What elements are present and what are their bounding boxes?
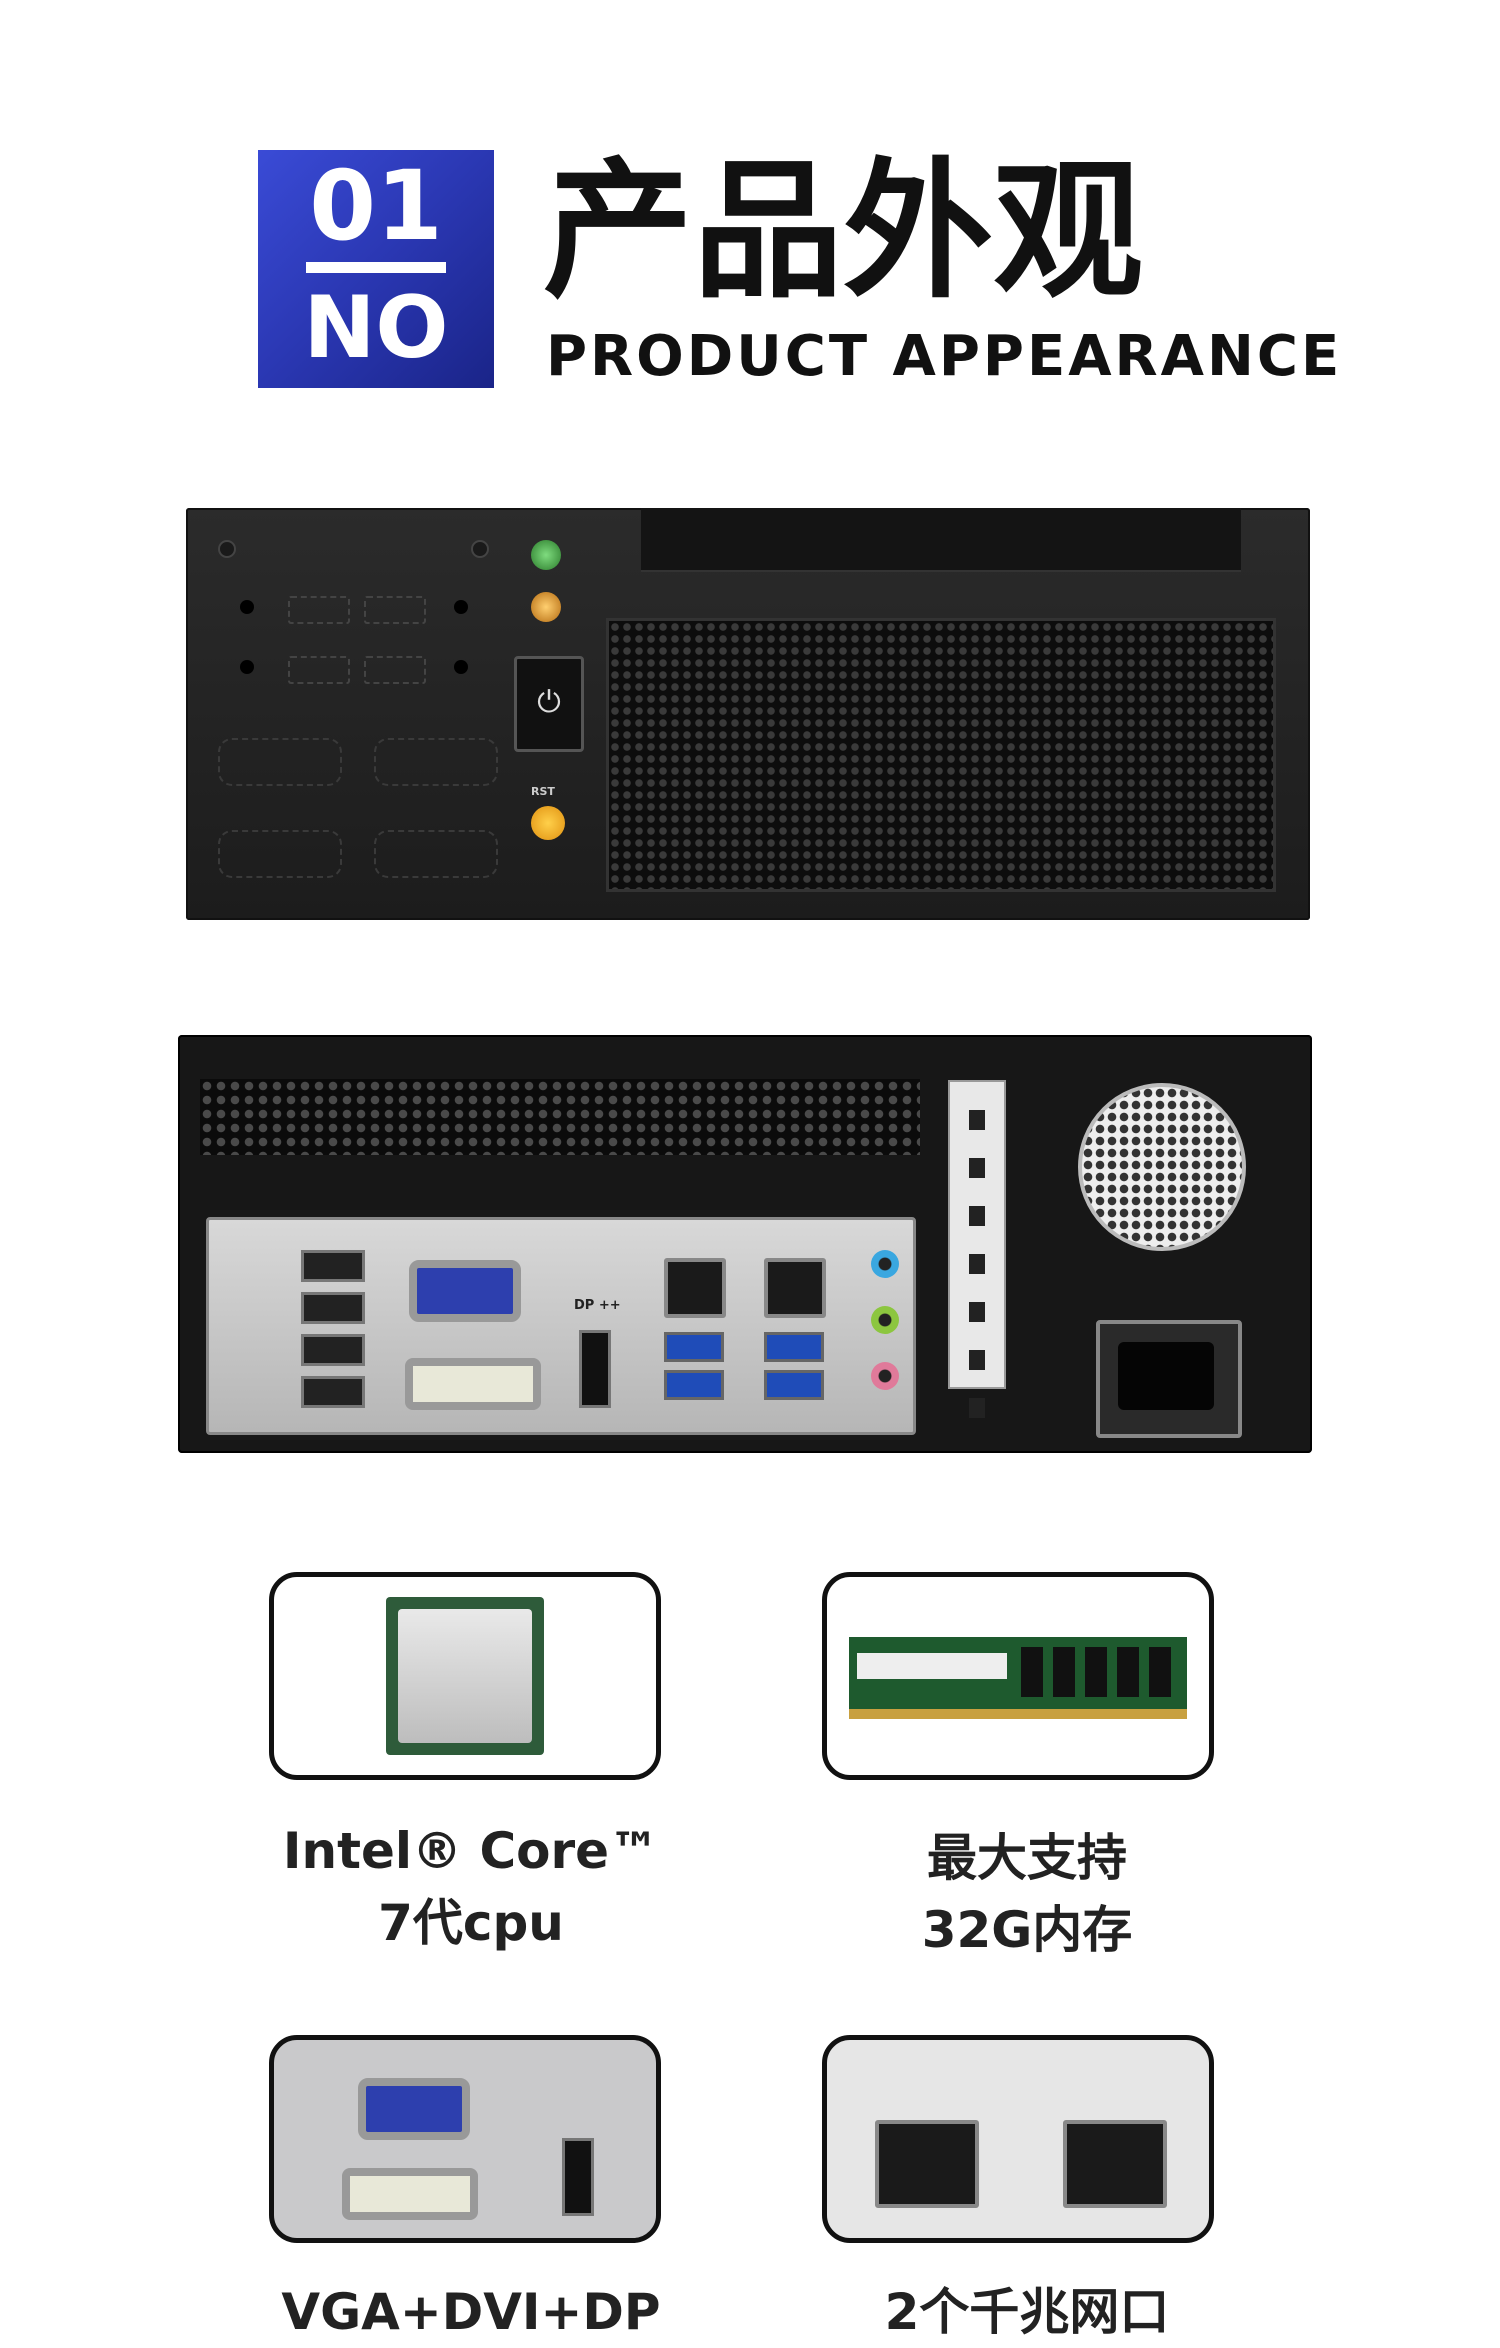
usb-knockout (364, 596, 426, 624)
audio-mic-icon (871, 1362, 899, 1390)
badge-divider (306, 262, 446, 273)
audio-line-in-icon (871, 1250, 899, 1278)
audio-line-out-icon (871, 1306, 899, 1334)
video-feature-card (269, 2035, 661, 2243)
usb2-port-icon (301, 1334, 365, 1366)
lan-feature-label: 2个千兆网口 (884, 2283, 1170, 2341)
cpu-feature-label: Intel® Core™ 7代cpu (282, 1822, 660, 1952)
rear-panel-image: DP ++ (178, 1035, 1312, 1453)
mount-hole (454, 600, 468, 614)
front-panel-image: ⏻ RST (186, 508, 1310, 920)
ethernet-port-icon (1063, 2120, 1167, 2208)
ram-feature-label: 最大支持 32G内存 (921, 1829, 1133, 1959)
usb2-port-icon (301, 1292, 365, 1324)
rear-vent (200, 1079, 920, 1155)
psu-fan-icon (1078, 1083, 1246, 1251)
ethernet-port-icon (664, 1258, 726, 1318)
video-feature-label: VGA+DVI+DP (281, 2283, 661, 2341)
usb2-port-icon (301, 1250, 365, 1282)
screw-hole (218, 540, 236, 558)
usb3-port-icon (664, 1332, 724, 1362)
mount-hole (240, 660, 254, 674)
ethernet-port-icon (875, 2120, 979, 2208)
section-number-badge: 01 NO (258, 150, 494, 388)
displayport-icon (562, 2138, 594, 2216)
lan-feature-card (822, 2035, 1214, 2243)
serial-knockout (218, 830, 342, 878)
power-button-icon: ⏻ (514, 656, 584, 752)
vga-port-icon (358, 2078, 470, 2140)
section-title-en: PRODUCT APPEARANCE (546, 324, 1343, 389)
usb3-port-icon (764, 1370, 824, 1400)
serial-knockout (374, 830, 498, 878)
section-title-cn: 产品外观 (543, 145, 1144, 319)
dvi-port-icon (405, 1358, 541, 1410)
power-led-icon (531, 540, 561, 570)
io-shield: DP ++ (206, 1217, 916, 1435)
vga-port-icon (409, 1260, 521, 1322)
front-top-strip (641, 508, 1241, 572)
reset-label: RST (531, 785, 555, 798)
serial-knockout (218, 738, 342, 786)
pcie-bracket (948, 1080, 1006, 1418)
displayport-icon (579, 1330, 611, 1408)
cpu-feature-card (269, 1572, 661, 1780)
screw-hole (471, 540, 489, 558)
front-grille (606, 618, 1276, 892)
dvi-port-icon (342, 2168, 478, 2220)
mount-hole (454, 660, 468, 674)
ram-stick-icon (849, 1637, 1187, 1719)
ram-feature-card (822, 1572, 1214, 1780)
power-socket-icon (1096, 1320, 1242, 1438)
usb-knockout (288, 596, 350, 624)
usb2-port-icon (301, 1376, 365, 1408)
ethernet-port-icon (764, 1258, 826, 1318)
reset-button-icon (531, 806, 565, 840)
usb-knockout (364, 656, 426, 684)
dp-label: DP ++ (574, 1298, 621, 1313)
mount-hole (240, 600, 254, 614)
usb3-port-icon (764, 1332, 824, 1362)
section-number: 01 (309, 150, 443, 262)
hdd-led-icon (531, 592, 561, 622)
section-no-label: NO (303, 278, 449, 378)
usb3-port-icon (664, 1370, 724, 1400)
usb-knockout (288, 656, 350, 684)
cpu-chip-icon (386, 1597, 544, 1755)
serial-knockout (374, 738, 498, 786)
